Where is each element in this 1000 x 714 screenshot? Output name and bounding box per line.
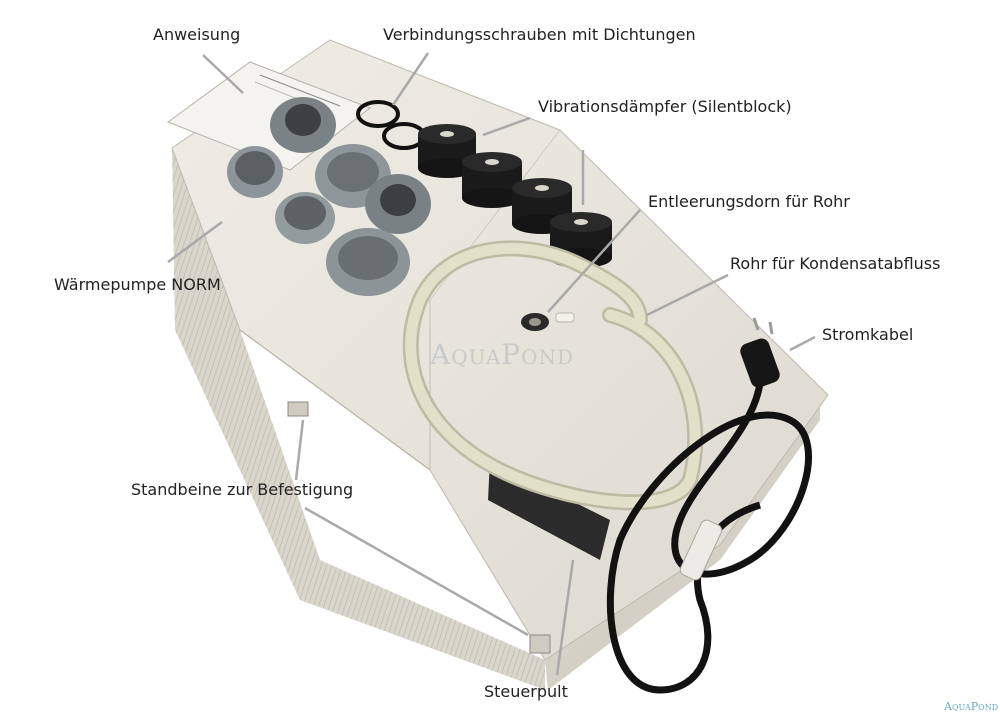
cable-relay-box [679,519,723,581]
damper-2 [462,152,522,208]
seal-ring-1 [356,100,400,128]
watermark-center: AquaPond [430,338,575,371]
leader-rohr [646,273,729,317]
condensate-hose [402,240,704,511]
mounting-foot-left [287,401,309,417]
label-entleerungsdorn: Entleerungsdorn für Rohr [648,192,850,211]
power-cable [606,317,813,694]
leader-standbeine-1 [294,419,305,481]
label-verbindungsschrauben: Verbindungsschrauben mit Dichtungen [383,25,696,44]
leader-verbindungsschrauben [391,52,430,106]
label-anweisung: Anweisung [153,25,241,44]
mounting-foot-right [529,634,551,654]
leader-standbeine-2 [304,506,529,637]
label-rohr: Rohr für Kondensatabfluss [730,254,941,273]
label-standbeine: Standbeine zur Befestigung [131,480,354,499]
label-steuerpult: Steuerpult [484,682,568,701]
label-waermepumpe: Wärmepumpe NORM [54,275,221,294]
watermark-corner: AquaPond [944,700,999,713]
label-stromkabel: Stromkabel [822,325,914,344]
leader-vibrationsdaempfer [482,116,531,137]
fitting-2 [270,97,336,153]
leader-anweisung [202,54,244,94]
leader-waermepumpe [167,220,223,264]
leader-stromkabel [789,335,816,352]
damper-1 [418,124,476,178]
fitting-5 [365,174,431,234]
power-plug [740,317,780,388]
leader-entleerungsdorn [547,209,641,313]
label-vibrationsdaempfer: Vibrationsdämpfer (Silentblock) [538,97,792,116]
leader-lines [167,52,816,676]
pipe-fittings [227,97,431,296]
drain-spigot [521,312,575,331]
fitting-3 [275,192,335,244]
fitting-6 [326,228,410,296]
leader-steuerpult [555,559,575,676]
fitting-1 [227,146,283,198]
